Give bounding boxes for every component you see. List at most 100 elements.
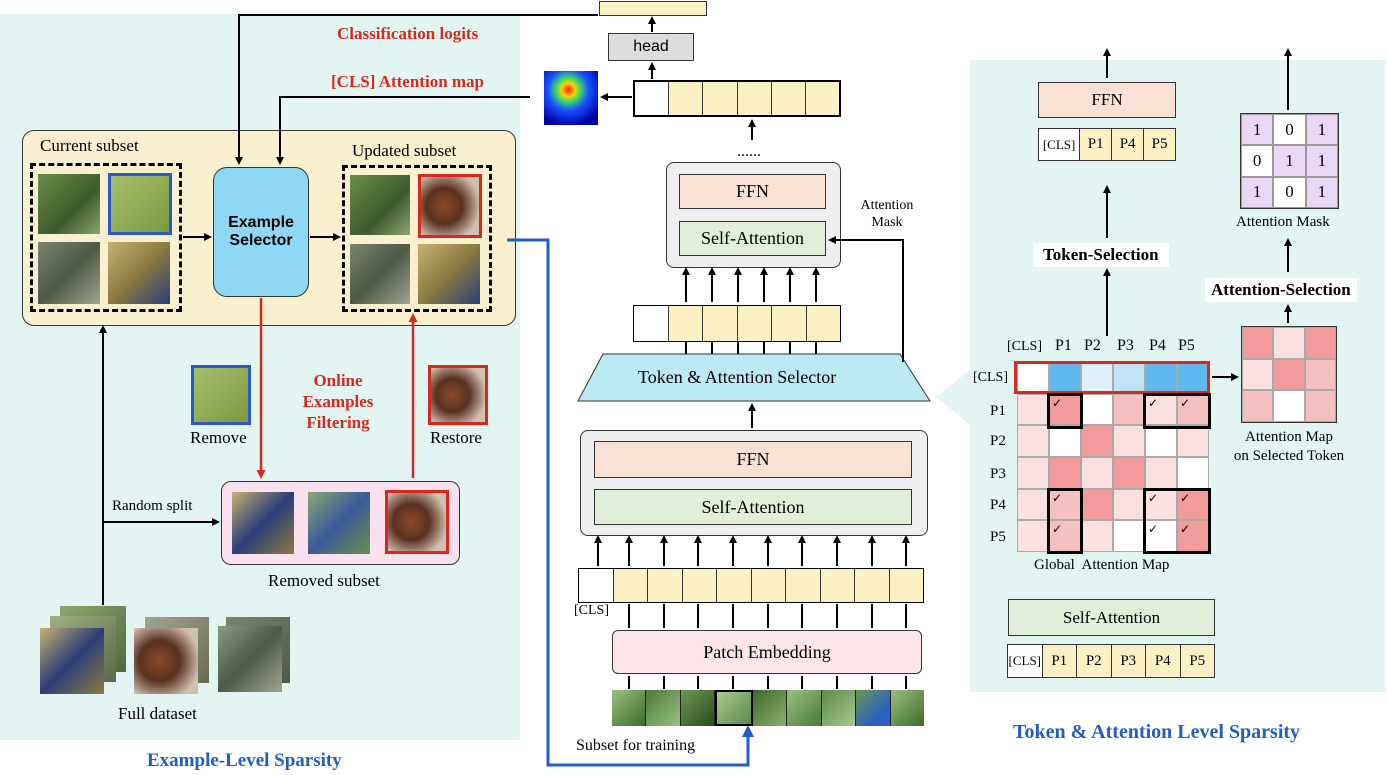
mask-cell: 0 [1273,176,1306,208]
mask-cell: 1 [1241,176,1274,208]
image-patch [715,690,753,726]
image-patch [821,690,857,726]
check-icon: ✓ [1148,522,1159,536]
self-attention-box: Self-Attention [679,221,826,256]
col-header: [CLS] [1007,339,1042,354]
attn-cell [1081,456,1113,489]
check-icon: ✓ [1052,522,1063,536]
mask-cell: 1 [1305,114,1338,146]
token [786,569,821,602]
bird-image [350,244,410,304]
token: P5 [1180,645,1214,677]
token: [CLS] [1008,645,1043,677]
cls-token-label: [CLS] [574,603,609,618]
token [772,306,807,341]
image-patch [856,690,891,726]
token: P1 [1080,129,1113,160]
check-icon: ✓ [1180,491,1191,505]
col-header: P5 [1178,337,1195,354]
token [805,82,840,115]
row-header: P5 [990,529,1006,545]
token-attention-selector-label: Token & Attention Selector [638,367,837,387]
bird-image [40,628,104,694]
ffn-box: FFN [1038,82,1176,118]
check-icon: ✓ [1148,396,1159,410]
attention-map-selected-line: on Selected Token [1233,448,1345,464]
attn-cell [1113,456,1145,489]
mask-cell: 1 [1305,145,1338,177]
check-icon: ✓ [1180,522,1191,536]
attn-cell [1017,456,1049,489]
example-selector-label: Example [228,214,294,231]
example-selector-label: Selector [229,232,293,249]
col-header: P2 [1084,337,1101,354]
attn-cell [1145,425,1177,457]
bird-image-restored [418,174,482,238]
selected-tokens-row: [CLS] P1 P4 P5 [1038,128,1176,161]
cls-output-token [635,82,670,115]
attn-cell [1304,327,1336,359]
bird-image [108,242,170,304]
self-attention-box: Self-Attention [1008,599,1215,636]
global-attention-map [1017,362,1209,552]
selected-cell-highlight [1047,488,1083,554]
image-patch [752,690,788,726]
check-icon: ✓ [1180,396,1191,410]
token: P2 [1077,645,1112,677]
attn-cell [1017,488,1049,521]
current-subset-grid [30,163,182,312]
mask-cell: 1 [1273,145,1306,177]
attention-mask-label: Attention Mask [1236,214,1330,230]
remove-label: Remove [190,428,247,447]
input-tokens-row: [CLS] P1 P2 P3 P4 P5 [1007,644,1215,678]
online-line: Filtering [306,413,370,432]
attention-mask-line: Mask [871,215,903,230]
mask-cell: 0 [1241,145,1274,177]
token [669,82,704,115]
example-selector: Example Selector [213,167,309,297]
col-header: P4 [1149,337,1166,354]
attn-cell [1177,362,1209,394]
example-level-title: Example-Level Sparsity [147,750,342,771]
online-examples-filtering-label: Online Examples Filtering [290,370,386,433]
bird-image [308,492,370,554]
attn-cell [1177,488,1209,521]
token [751,569,786,602]
token: P3 [1111,645,1146,677]
updated-subset-grid [342,165,492,312]
bird-image [418,244,480,304]
token-selection-label: Token-Selection [1033,243,1169,267]
attn-cell [1177,456,1209,489]
check-icon: ✓ [1052,396,1063,410]
token: P4 [1112,129,1145,160]
selected-attention-map [1241,326,1337,423]
image-patch [890,690,924,726]
attn-cell [1177,520,1209,552]
bird-image [134,628,198,694]
attn-cell [1304,358,1336,391]
attention-mask-line: Attention [860,198,914,213]
attention-map-selected-label: Attention Map on Selected Token [1222,428,1356,466]
attn-cell [1113,488,1145,521]
check-icon: ✓ [1052,491,1063,505]
token [737,306,772,341]
row-header: P4 [990,497,1006,513]
image-patch [612,690,647,726]
ffn-box: FFN [594,441,912,478]
token [820,569,855,602]
selected-token-row [633,305,841,342]
online-line: Online [313,371,363,390]
selected-cls-row-highlight [1014,361,1210,394]
token [648,569,683,602]
attn-cell [1242,358,1274,391]
cls-attention-map-label: [CLS] Attention map [331,72,485,91]
token: [CLS] [1039,129,1081,160]
attn-cell [1081,520,1113,552]
full-dataset-label: Full dataset [118,704,197,723]
attn-cell [1049,362,1081,394]
removed-bird-image [191,365,251,425]
token [703,306,738,341]
check-icon: ✓ [1148,491,1159,505]
